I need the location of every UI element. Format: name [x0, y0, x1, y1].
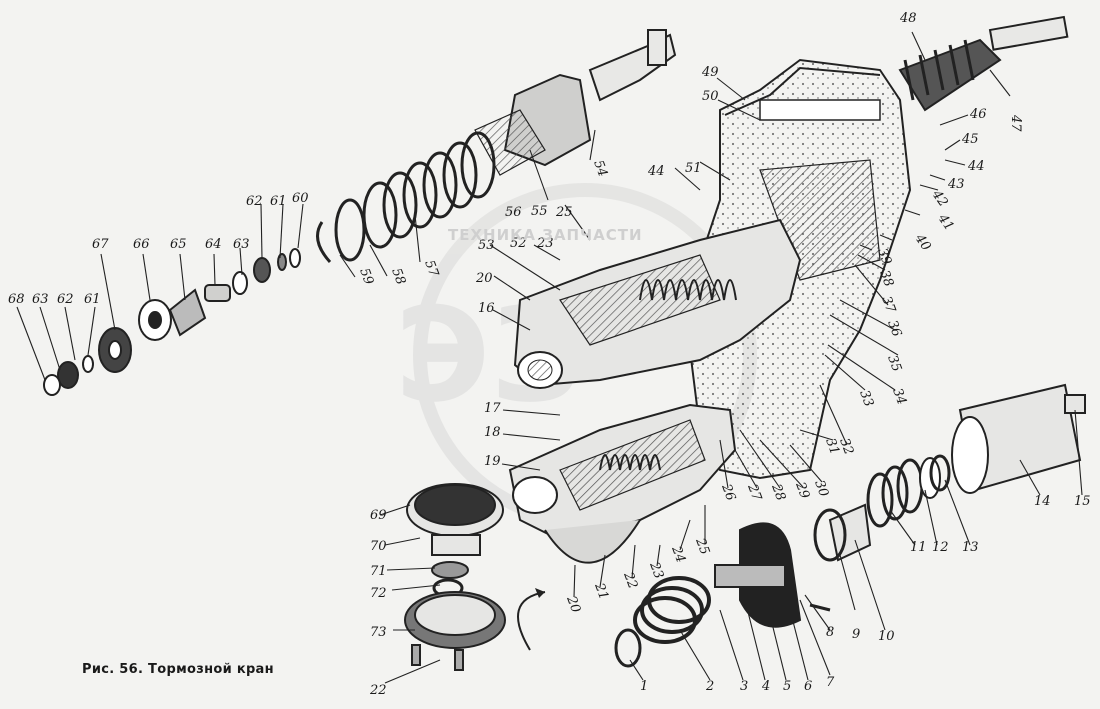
lower-right-parts	[813, 383, 1086, 562]
callout-64: 64	[205, 237, 222, 252]
callout-72: 72	[370, 586, 387, 601]
callout-26: 26	[718, 481, 738, 503]
callout-25-lower: 25	[692, 535, 712, 557]
callout-50: 50	[702, 89, 719, 104]
leader-lines	[16, 31, 1083, 684]
callout-60: 60	[292, 191, 309, 206]
callout-65: 65	[170, 237, 187, 252]
callout-44-right: 44	[967, 159, 985, 174]
callout-29: 29	[792, 479, 812, 501]
callout-36: 36	[884, 318, 904, 339]
callout-9: 9	[852, 627, 860, 642]
callout-66: 66	[133, 237, 150, 252]
callout-37: 37	[878, 294, 898, 315]
callout-34: 34	[889, 386, 909, 407]
callout-6: 6	[804, 679, 812, 694]
callout-15: 15	[1074, 494, 1091, 509]
callout-41: 41	[934, 211, 956, 234]
callout-48: 48	[899, 11, 917, 26]
callout-17: 17	[484, 401, 501, 416]
callout-70: 70	[370, 539, 387, 554]
callout-12: 12	[932, 540, 949, 555]
callout-44-upper: 44	[647, 164, 665, 179]
callout-73: 73	[370, 625, 387, 640]
callout-45: 45	[961, 132, 979, 147]
callout-10: 10	[878, 629, 895, 644]
callout-25-upper: 25	[555, 205, 573, 220]
callout-20-upper: 20	[475, 271, 493, 286]
callout-4: 4	[761, 679, 770, 694]
callout-62-lower: 62	[57, 292, 74, 307]
lower-valve-section	[508, 403, 737, 564]
callout-31: 31	[822, 436, 842, 457]
spring-sleeve-assembly	[316, 29, 677, 264]
callout-63-upper: 63	[233, 237, 250, 252]
callout-55: 55	[531, 204, 548, 219]
callout-2: 2	[705, 679, 714, 694]
callout-68: 68	[8, 292, 25, 307]
callout-18: 18	[484, 425, 501, 440]
callout-33: 33	[856, 388, 876, 409]
watermark-text: ТЕХНИКА ЗАПЧАСТИ	[448, 226, 643, 244]
callout-8: 8	[826, 625, 834, 640]
callout-58: 58	[388, 266, 408, 287]
callout-39: 39	[874, 246, 894, 267]
callout-19: 19	[484, 454, 501, 469]
callout-22-lower: 22	[620, 569, 640, 591]
callout-47: 47	[1008, 114, 1023, 132]
callout-52: 52	[510, 236, 527, 251]
callout-21: 21	[591, 580, 611, 602]
callout-27: 27	[744, 481, 764, 503]
diaphragm-cover-stack	[404, 483, 506, 671]
callout-61-lower: 61	[84, 292, 101, 307]
bottom-disc-spring	[614, 522, 831, 668]
callout-57: 57	[421, 258, 441, 279]
callout-numbers: 48 49 50 47 46 45 44 43 42 41 40 39 38 3…	[8, 11, 1091, 698]
callout-23-lower: 23	[646, 559, 666, 581]
callout-14: 14	[1034, 494, 1051, 509]
callout-5: 5	[783, 679, 791, 694]
callout-24: 24	[668, 543, 688, 565]
callout-1: 1	[640, 679, 648, 694]
callout-35: 35	[884, 353, 904, 374]
callout-61-upper: 61	[270, 194, 287, 209]
upper-valve-section	[513, 218, 802, 389]
bellows-rod	[898, 15, 1069, 112]
callout-59: 59	[356, 266, 376, 287]
callout-51: 51	[685, 161, 702, 176]
callout-71: 71	[370, 564, 387, 579]
callout-3: 3	[740, 679, 748, 694]
callout-32: 32	[836, 436, 856, 457]
callout-40: 40	[911, 231, 933, 254]
callout-20-lower: 20	[563, 593, 583, 615]
callout-30: 30	[811, 478, 831, 499]
callout-23-upper: 23	[536, 236, 554, 251]
callout-7: 7	[826, 675, 835, 690]
callout-46: 46	[969, 107, 987, 122]
callout-28: 28	[768, 481, 788, 503]
callout-62-upper: 62	[246, 194, 263, 209]
figure-caption: Рис. 56. Тормозной кран	[82, 662, 274, 677]
callout-49: 49	[701, 65, 719, 80]
callout-67: 67	[92, 237, 109, 252]
callout-69: 69	[370, 508, 387, 523]
callout-22-bottom: 22	[369, 683, 387, 698]
callout-11: 11	[910, 540, 927, 555]
callout-63-lower: 63	[32, 292, 49, 307]
callout-53: 53	[478, 238, 495, 253]
air-flow-arrow	[517, 588, 546, 651]
callout-13: 13	[962, 540, 979, 555]
callout-54: 54	[590, 158, 610, 179]
small-parts-chain	[43, 248, 301, 396]
callout-38: 38	[876, 268, 896, 289]
callout-16: 16	[478, 301, 495, 316]
callout-43: 43	[947, 177, 965, 192]
callout-56: 56	[505, 205, 522, 220]
